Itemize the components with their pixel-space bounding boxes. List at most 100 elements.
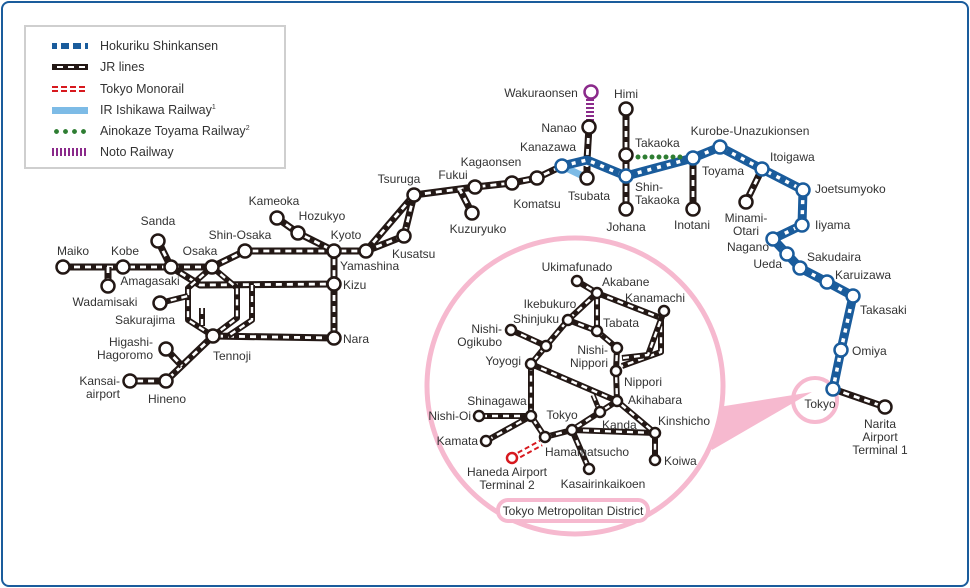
station-tokyo[interactable]: Tokyo [804,381,841,412]
jr-line-dash [211,249,366,269]
station-kanazawa[interactable]: Kanazawa [520,140,576,174]
station-ikebukuro[interactable]: Ikebukuro [524,297,577,327]
station-sakurajima[interactable]: Sakurajima [115,295,175,328]
station-marker-icon [877,399,893,415]
station-kobe[interactable]: Kobe [111,244,139,275]
station-nara[interactable]: Nara [326,330,370,347]
station-nishinippori[interactable]: Nishi-Nippori [570,341,624,370]
station-marker-icon [648,453,662,467]
station-minamiotari[interactable]: Minami-Otari [725,194,768,239]
station-hamamatsucho[interactable]: Hamamatsucho [538,430,629,459]
station-hineno[interactable]: Hineno [148,373,186,407]
station-kusatsu[interactable]: Kusatsu [392,228,435,262]
station-iiyama[interactable]: Iiyama [794,217,851,233]
station-marker-icon [685,201,701,217]
station-omiya[interactable]: Omiya [833,342,887,359]
station-akabane[interactable]: Akabane [590,275,650,300]
station-nippori[interactable]: Nippori [609,364,662,389]
station-takaoka[interactable]: Takaoka [618,136,681,163]
station-maiko[interactable]: Maiko [55,244,90,275]
station-shinagawa[interactable]: Shinagawa [467,394,538,423]
station-label-line: Toyama [702,164,744,178]
station-marker-icon [326,276,342,292]
station-tokyo2[interactable]: Tokyo [546,408,579,437]
station-fukui[interactable]: Fukui [438,168,483,195]
station-kanda[interactable]: Kanda [593,405,637,432]
station-wakuraonsen[interactable]: Wakuraonsen [504,84,599,101]
station-label: Hineno [148,392,186,406]
station-higashihagoromo[interactable]: Higashi-Hagoromo [97,335,174,362]
legend-item-ir-ishikawa: IR Ishikawa Railway1 [26,100,216,120]
station-yoyogi[interactable]: Yoyogi [485,354,538,371]
station-kurobe[interactable]: Kurobe-Unazukionsen [691,124,810,155]
station-hozukyo[interactable]: Hozukyo [290,209,346,241]
station-kansai[interactable]: Kansai-airport [79,373,138,401]
station-amagasaki[interactable]: Amagasaki [120,259,180,289]
station-kuzuryuko[interactable]: Kuzuryuko [450,205,507,237]
station-label-line: Tokyo [804,397,836,411]
jr-line-dash [365,194,416,253]
noto-swatch-icon [52,148,88,156]
station-tsuruga[interactable]: Tsuruga [378,172,422,203]
station-label-line: Tabata [603,316,639,330]
station-marker-icon [792,260,808,276]
station-akihabara[interactable]: Akihabara [610,393,682,408]
station-label: Ueda [753,257,782,271]
ir-swatch-icon [52,106,88,114]
station-komatsu[interactable]: Komatsu [513,170,561,212]
station-shinosaka[interactable]: Shin-Osaka [209,228,272,259]
station-takasaki[interactable]: Takasaki [845,288,907,318]
station-toyama[interactable]: Toyama [685,150,745,179]
station-label-line: Fukui [438,168,467,182]
station-kagaonsen[interactable]: Kagaonsen [461,155,522,191]
station-marker-icon [472,409,486,423]
station-johana[interactable]: Johana [606,201,646,235]
station-tennoji[interactable]: Tennoji [205,328,252,364]
station-karuizawa[interactable]: Karuizawa [819,268,892,290]
station-tsubata[interactable]: Tsubata [568,170,610,204]
station-label: Kameoka [249,194,300,208]
station-himi[interactable]: Himi [614,87,638,117]
station-marker-icon [582,462,596,476]
station-kizu[interactable]: Kizu [326,276,367,293]
station-shintakaoka[interactable]: Shin-Takaoka [618,168,681,208]
station-ueda[interactable]: Ueda [753,246,795,272]
station-kasairinkaikoen[interactable]: Kasairinkaikoen [561,462,646,491]
jr-line [212,284,338,342]
station-joetsumyoko[interactable]: Joetsumyoko [795,182,887,198]
station-nishioi[interactable]: Nishi-Oi [428,409,486,423]
station-kyoto[interactable]: Kyoto [326,228,362,259]
station-kameoka[interactable]: Kameoka [249,194,300,226]
station-koiwa[interactable]: Koiwa [648,453,697,468]
station-label: Kagaonsen [461,155,522,169]
jr-line-dash [227,285,254,337]
station-marker-icon [237,243,253,259]
station-marker-icon [765,231,781,247]
station-marker-icon [570,274,584,288]
station-tabata[interactable]: Tabata [590,316,639,338]
station-sakudaira[interactable]: Sakudaira [792,250,862,276]
station-shinjuku[interactable]: Shinjuku [513,312,559,353]
station-inotani[interactable]: Inotani [674,201,710,233]
station-sanda[interactable]: Sanda [141,214,176,249]
station-itoigawa[interactable]: Itoigawa [754,150,816,177]
station-kanamachi[interactable]: Kanamachi [625,291,685,318]
station-label-line: Hamamatsucho [545,445,629,459]
station-nagano[interactable]: Nagano [727,231,781,255]
station-yamashina[interactable]: Yamashina [340,243,399,274]
station-label-line: Nagano [727,240,769,254]
station-kinshicho[interactable]: Kinshicho [648,414,710,440]
station-marker-icon [524,409,538,423]
station-osaka[interactable]: Osaka [183,244,220,275]
station-ukimafunado[interactable]: Ukimafunado [542,260,613,288]
station-label: Kanda [602,418,637,432]
station-marker-icon [505,451,519,465]
station-nishiogikubo[interactable]: Nishi-Ogikubo [457,322,518,349]
station-wadamisaki[interactable]: Wadamisaki [73,278,138,310]
station-kamata[interactable]: Kamata [437,434,493,448]
station-nanao[interactable]: Nanao [541,119,597,136]
station-label: Akihabara [628,393,682,407]
